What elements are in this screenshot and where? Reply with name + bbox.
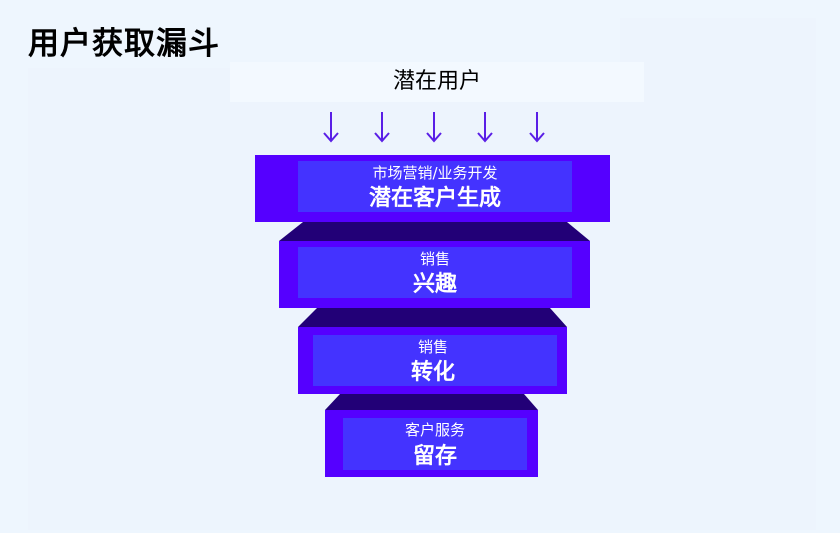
connector-1 <box>279 222 590 241</box>
stage-team: 销售 <box>420 250 450 268</box>
connector-3 <box>325 394 538 410</box>
stage-team: 客户服务 <box>405 421 465 439</box>
down-arrow-icon <box>477 112 493 143</box>
stage-name: 潜在客户生成 <box>369 185 501 211</box>
down-arrow-icon <box>529 112 545 143</box>
stage-name: 留存 <box>413 443 457 469</box>
arrows <box>323 112 545 143</box>
background-panel-right <box>620 18 816 530</box>
funnel-stage-2: 销售 兴趣 <box>279 241 590 308</box>
stage-name: 兴趣 <box>413 271 457 297</box>
funnel-stage-4: 客户服务 留存 <box>325 410 538 477</box>
stage-team: 市场营销/业务开发 <box>372 164 497 182</box>
connector-2 <box>298 308 567 327</box>
down-arrow-icon <box>374 112 390 143</box>
funnel-stage-3: 销售 转化 <box>298 327 567 394</box>
stage-name: 转化 <box>411 359 455 385</box>
down-arrow-icon <box>426 112 442 143</box>
page-title: 用户获取漏斗 <box>28 26 220 62</box>
stage-team: 销售 <box>418 338 448 356</box>
down-arrow-icon <box>323 112 339 143</box>
funnel-stage-1: 市场营销/业务开发 潜在客户生成 <box>255 155 610 222</box>
potential-users-label: 潜在用户 <box>230 62 644 102</box>
